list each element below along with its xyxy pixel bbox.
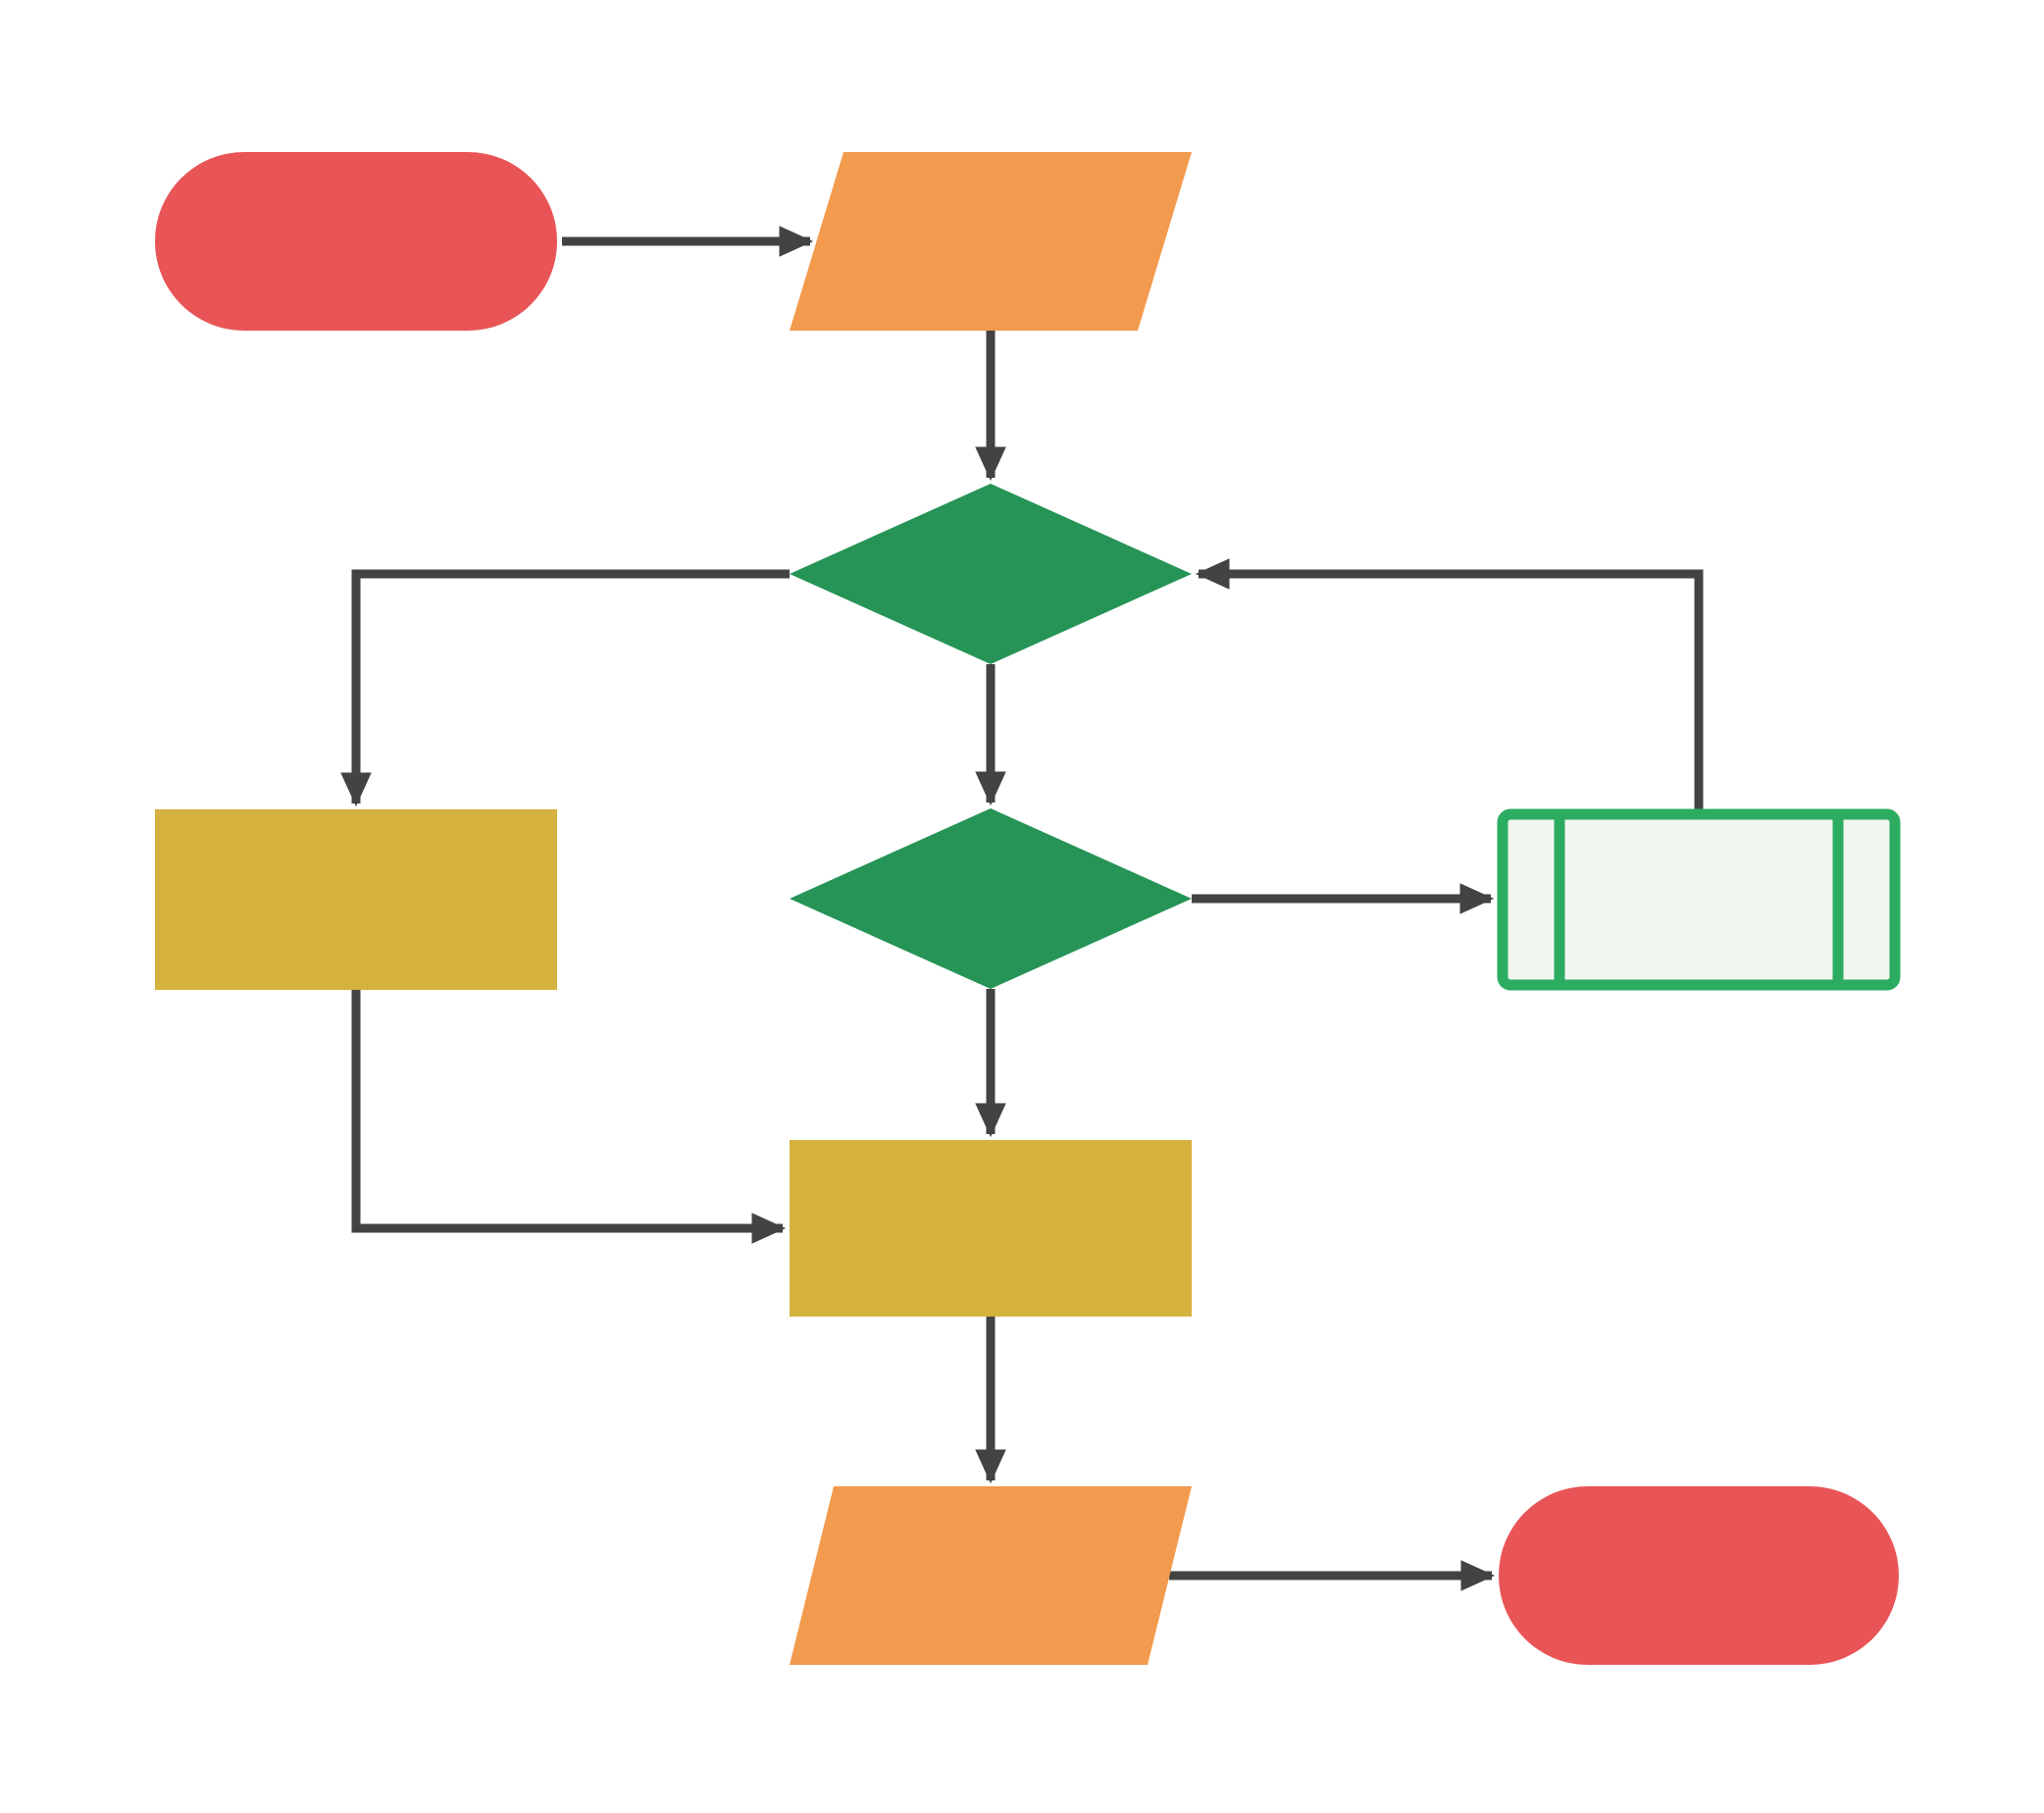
node-start-terminator[interactable] bbox=[155, 152, 557, 331]
nodes-layer bbox=[155, 152, 1901, 1665]
connector-decision-1-to-process-left[interactable] bbox=[340, 569, 790, 807]
connector-process-left-to-process-center[interactable] bbox=[351, 990, 787, 1244]
node-input-top-parallelogram[interactable] bbox=[790, 152, 1192, 331]
subroutine-outer-rect[interactable] bbox=[1497, 808, 1901, 991]
node-process-center-rectangle[interactable] bbox=[790, 1140, 1192, 1317]
node-decision-2-diamond[interactable] bbox=[790, 808, 1192, 989]
node-output-bottom-parallelogram[interactable] bbox=[790, 1486, 1192, 1665]
node-subroutine-predefined-process[interactable] bbox=[1497, 808, 1901, 991]
node-decision-1-diamond[interactable] bbox=[790, 484, 1192, 664]
connectors-layer bbox=[340, 226, 1704, 1591]
node-process-left-rectangle[interactable] bbox=[155, 809, 557, 990]
connector-subroutine-to-decision-1[interactable] bbox=[1195, 558, 1704, 809]
node-end-terminator[interactable] bbox=[1499, 1486, 1899, 1665]
